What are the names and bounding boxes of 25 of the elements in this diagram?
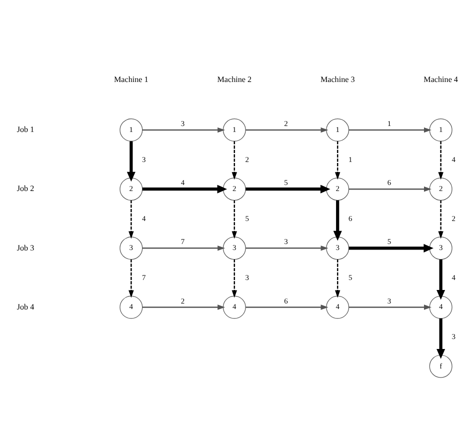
arrow [348,126,431,132]
arrow [332,200,342,240]
arrow [231,140,236,180]
arrow [126,140,135,182]
arrow [245,184,330,193]
arrow [142,245,225,250]
arrow [245,304,328,310]
arrow [334,258,340,298]
arrow [245,126,328,132]
arrow [128,258,134,298]
arrow [438,200,443,238]
arrow [231,258,236,298]
arrow [231,200,236,238]
arrow [334,140,340,180]
arrow [142,126,225,132]
arrow [128,200,134,238]
arrow [245,245,328,250]
arrow [142,304,225,310]
arrow [436,318,445,358]
arrow [348,304,431,310]
arrow [348,186,431,192]
arrow [438,140,443,180]
arrow [348,243,433,252]
arrow [436,258,445,300]
arrow [142,184,227,193]
